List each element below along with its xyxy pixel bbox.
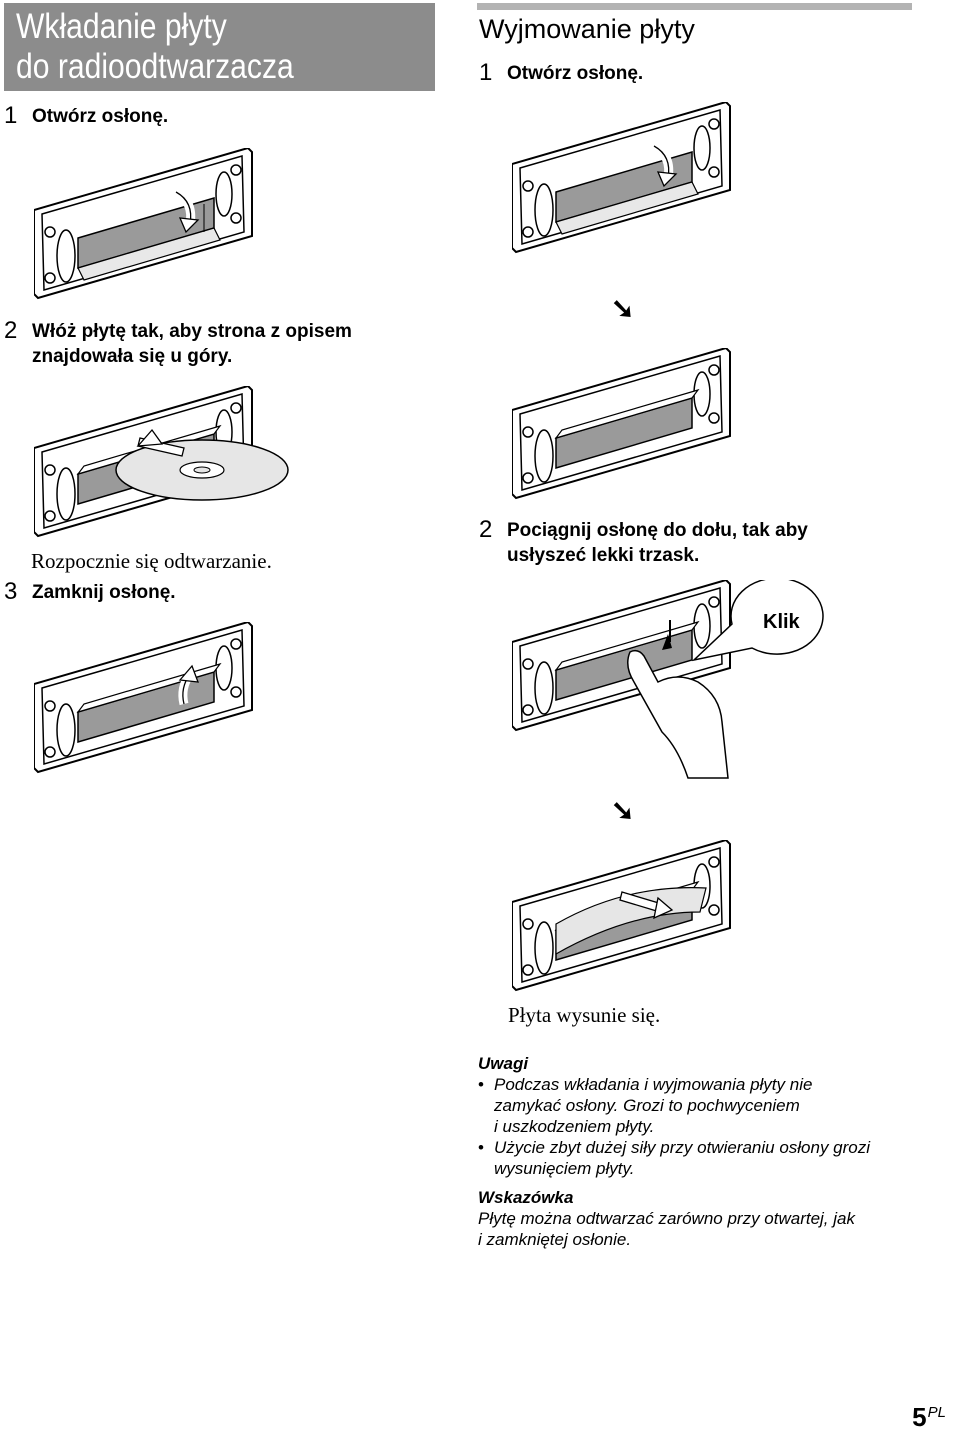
note-item-1-line1: Podczas wkładania i wyjmowania płyty nie	[494, 1075, 813, 1094]
step-number: 1	[479, 59, 493, 86]
step-text: Otwórz osłonę.	[32, 106, 169, 127]
tip-line1: Płytę można odtwarzać zarówno przy otwar…	[478, 1209, 855, 1228]
left-step-2: 2 Włóż płytę tak, aby strona z opisem zna…	[4, 318, 352, 369]
arrow-down-icon-2: ➘	[611, 795, 635, 826]
arrow-down-icon: ➘	[611, 293, 635, 324]
tip-header: Wskazówka	[478, 1188, 574, 1207]
note-item-2-line2: wysunięciem płyty.	[494, 1159, 635, 1178]
step-text: Pociągnij osłonę do dołu, tak aby	[507, 520, 808, 541]
step-number: 2	[479, 516, 493, 543]
page-number: 5PL	[912, 1402, 946, 1433]
illustration-open-cover	[34, 148, 253, 299]
illustration-cover-opened	[512, 348, 731, 499]
playback-note: Rozpocznie się odtwarzanie.	[31, 549, 272, 573]
left-step-1: 1 Otwórz osłonę.	[4, 103, 168, 129]
step-text: Włóż płytę tak, aby strona z opisem	[32, 321, 352, 342]
note-item-1: • Podczas wkładania i wyjmowania płyty n…	[478, 1074, 918, 1137]
section-title-line2: do radioodtwarzacza	[16, 47, 294, 86]
step-text-cont: znajdowała się u góry.	[32, 346, 233, 367]
notes-header: Uwagi	[478, 1054, 529, 1073]
section-heading: Wyjmowanie płyty	[479, 14, 695, 44]
step-number: 3	[4, 578, 18, 605]
step-text: Zamknij osłonę.	[32, 582, 176, 603]
click-callout: Klik	[763, 611, 800, 633]
notes-section: Uwagi • Podczas wkładania i wyjmowania p…	[478, 1053, 918, 1250]
spacer	[478, 1179, 918, 1187]
step-number: 1	[4, 102, 18, 129]
tip-line2: i zamkniętej osłonie.	[478, 1230, 632, 1249]
illustration-open-cover-eject	[512, 102, 731, 253]
note-item-1-line2: zamykać osłony. Grozi to pochwyceniem	[494, 1096, 800, 1115]
note-item-2-line1: Użycie zbyt dużej siły przy otwieraniu o…	[494, 1138, 871, 1157]
eject-note: Płyta wysunie się.	[508, 1003, 661, 1027]
right-step-1: 1 Otwórz osłonę.	[479, 60, 643, 86]
heading-rule	[477, 3, 912, 10]
bullet-icon: •	[478, 1075, 484, 1094]
section-title-banner: Wkładanie płyty do radioodtwarzacza	[4, 3, 435, 91]
illustration-disc-ejected	[512, 840, 731, 991]
right-step-2: 2 Pociągnij osłonę do dołu, tak aby usłys…	[479, 517, 808, 568]
illustration-pull-cover	[512, 580, 824, 779]
page-language: PL	[927, 1404, 946, 1421]
left-step-3: 3 Zamknij osłonę.	[4, 579, 176, 605]
illustration-close-cover	[34, 622, 253, 773]
note-item-2: • Użycie zbyt dużej siły przy otwieraniu…	[478, 1137, 918, 1179]
page-number-value: 5	[912, 1402, 927, 1432]
step-text: Otwórz osłonę.	[507, 63, 644, 84]
bullet-icon: •	[478, 1138, 484, 1157]
note-item-1-line3: i uszkodzeniem płyty.	[494, 1117, 655, 1136]
section-title-line1: Wkładanie płyty	[16, 7, 227, 46]
step-number: 2	[4, 317, 18, 344]
illustration-insert-disc	[34, 386, 289, 537]
step-text-cont: usłyszeć lekki trzask.	[507, 545, 700, 566]
